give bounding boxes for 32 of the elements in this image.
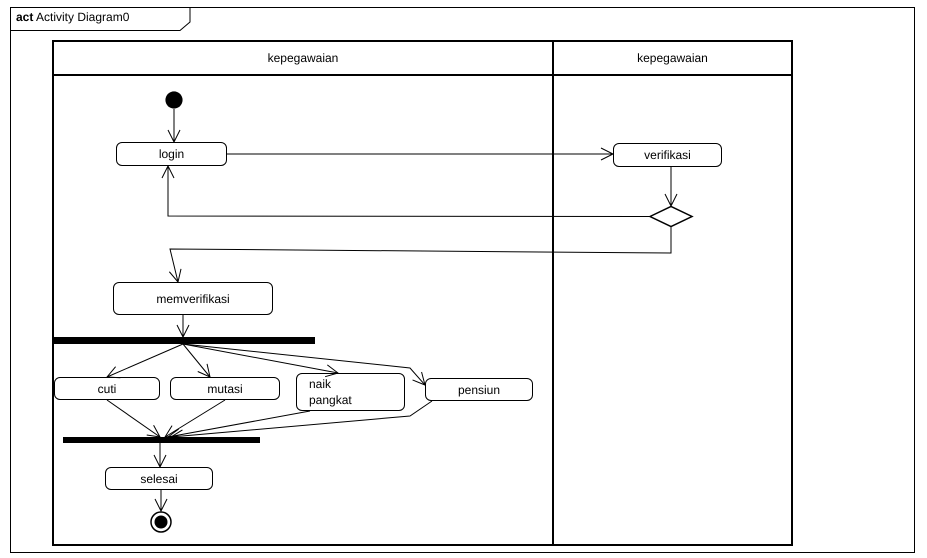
frame-title: act Activity Diagram0 xyxy=(16,10,130,24)
action-node: login xyxy=(116,142,227,166)
arrow xyxy=(164,400,226,438)
initial-node xyxy=(165,91,183,109)
action-node: memverifikasi xyxy=(113,282,273,315)
arrow xyxy=(168,226,672,282)
sync-bar xyxy=(52,337,315,344)
action-node: selesai xyxy=(105,467,213,490)
decision-diamond xyxy=(650,206,692,227)
arrow xyxy=(154,442,166,468)
arrow xyxy=(182,344,210,378)
final-node xyxy=(150,511,172,533)
arrow xyxy=(182,344,338,378)
arrow xyxy=(168,108,180,142)
action-node: mutasi xyxy=(170,377,280,400)
lane-title: kepegawaian xyxy=(266,51,340,65)
arrow xyxy=(154,490,168,512)
arrow xyxy=(162,166,650,217)
sync-bar xyxy=(63,437,260,443)
action-node: cuti xyxy=(54,377,160,400)
swimlane xyxy=(552,40,793,546)
action-node: naik pangkat xyxy=(296,373,405,411)
arrow xyxy=(664,166,678,206)
swimlane xyxy=(52,40,554,546)
action-node: pensiun xyxy=(425,378,533,401)
arrow xyxy=(106,344,184,378)
arrow xyxy=(226,148,614,160)
arrow xyxy=(106,400,160,438)
lane-title: kepegawaian xyxy=(636,51,709,65)
action-node: verifikasi xyxy=(613,143,722,167)
arrow xyxy=(176,314,190,338)
arrow xyxy=(182,344,426,386)
